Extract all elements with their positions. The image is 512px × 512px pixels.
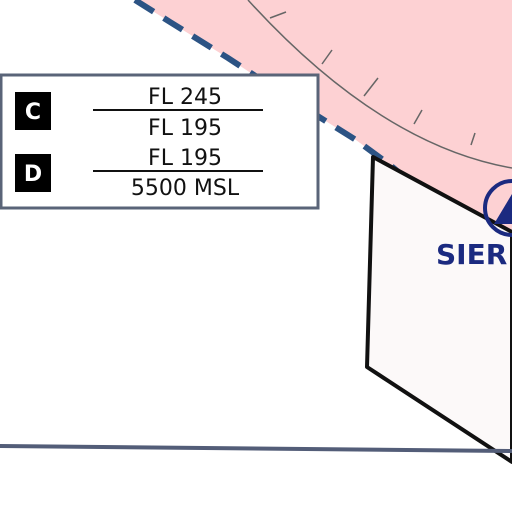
navaid: SIER bbox=[436, 179, 512, 271]
navaid-label: SIER bbox=[436, 238, 507, 271]
class-c-lower-limit: FL 195 bbox=[148, 116, 222, 141]
class-c-upper-limit: FL 245 bbox=[148, 85, 222, 110]
class-c-badge bbox=[15, 92, 51, 130]
class-c-letter: C bbox=[25, 100, 41, 125]
boundary-line bbox=[0, 444, 512, 453]
range-arc bbox=[247, 0, 512, 169]
sector-area bbox=[365, 155, 512, 464]
class-d-badge bbox=[15, 154, 51, 192]
vor-triangle-icon bbox=[494, 194, 512, 224]
legend-box bbox=[0, 73, 320, 210]
navaid-circle-icon bbox=[483, 179, 512, 237]
arc-tick-marks bbox=[269, 11, 476, 146]
airspace-legend: C FL 245 FL 195 D FL 195 5500 MSL bbox=[0, 73, 320, 210]
class-d-lower-limit: 5500 MSL bbox=[131, 176, 240, 201]
class-d-letter: D bbox=[24, 162, 42, 187]
class-d-upper-limit: FL 195 bbox=[148, 146, 222, 171]
